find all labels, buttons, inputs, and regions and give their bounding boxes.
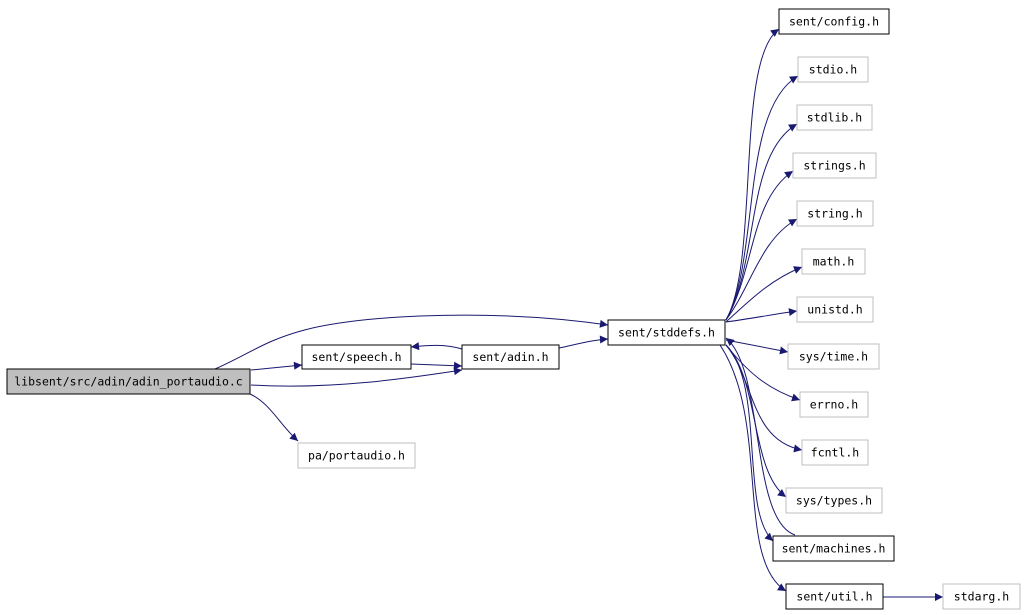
- node-systypes[interactable]: sys/types.h: [785, 487, 883, 514]
- edge-speech-adin: [410, 361, 463, 370]
- node-label-stdio: stdio.h: [809, 63, 857, 77]
- node-label-fcntl: fcntl.h: [811, 446, 859, 460]
- node-label-stdlib: stdlib.h: [807, 111, 862, 125]
- node-label-root: libsent/src/adin/adin_portaudio.c: [14, 375, 242, 389]
- edge-root-adin: [250, 367, 463, 387]
- node-label-speech: sent/speech.h: [311, 350, 401, 364]
- node-label-stdarg: stdarg.h: [954, 590, 1009, 604]
- node-stdarg[interactable]: stdarg.h: [942, 583, 1021, 610]
- node-util[interactable]: sent/util.h: [785, 583, 884, 610]
- node-label-systime: sys/time.h: [799, 350, 868, 364]
- node-config[interactable]: sent/config.h: [778, 8, 890, 35]
- node-label-strings: strings.h: [803, 159, 865, 173]
- edges: [214, 28, 943, 601]
- node-label-unistd: unistd.h: [807, 303, 862, 317]
- node-label-portaudio: pa/portaudio.h: [308, 449, 405, 463]
- node-unistd[interactable]: unistd.h: [796, 296, 874, 323]
- edge-stddefs-unistd: [725, 308, 798, 323]
- edge-stddefs-systime: [725, 339, 789, 355]
- edge-stddefs-systypes: [725, 344, 787, 498]
- edge-stddefs-math: [725, 266, 803, 323]
- node-label-string: string.h: [807, 207, 862, 221]
- node-label-machines: sent/machines.h: [782, 542, 886, 556]
- edge-adin-speech: [410, 342, 463, 351]
- edge-root-portaudio: [249, 393, 299, 442]
- node-strings[interactable]: strings.h: [792, 152, 877, 179]
- node-label-systypes: sys/types.h: [796, 494, 872, 508]
- node-portaudio[interactable]: pa/portaudio.h: [297, 442, 416, 469]
- node-machines[interactable]: sent/machines.h: [772, 535, 895, 562]
- node-speech[interactable]: sent/speech.h: [301, 344, 412, 370]
- node-label-adin: sent/adin.h: [472, 350, 548, 364]
- edge-stddefs-machines: [725, 344, 774, 542]
- node-root[interactable]: libsent/src/adin/adin_portaudio.c: [6, 368, 251, 395]
- edge-stddefs-string: [725, 218, 798, 321]
- edge-stddefs-util: [719, 344, 787, 592]
- edge-root-speech: [250, 361, 303, 371]
- node-stdio[interactable]: stdio.h: [797, 56, 869, 83]
- node-adin[interactable]: sent/adin.h: [461, 344, 560, 370]
- node-label-errno: errno.h: [810, 398, 858, 412]
- node-fcntl[interactable]: fcntl.h: [801, 439, 869, 466]
- edge-stddefs-stdio: [725, 75, 799, 321]
- node-label-math: math.h: [813, 255, 855, 269]
- node-stddefs[interactable]: sent/stddefs.h: [607, 319, 726, 346]
- node-label-stddefs: sent/stddefs.h: [618, 326, 715, 340]
- node-string[interactable]: string.h: [796, 200, 874, 227]
- node-math[interactable]: math.h: [801, 248, 866, 275]
- edge-root-stddefs: [214, 314, 609, 370]
- node-errno[interactable]: errno.h: [799, 391, 869, 418]
- edge-adin-stddefs: [558, 335, 609, 349]
- node-label-util: sent/util.h: [796, 590, 872, 604]
- node-systime[interactable]: sys/time.h: [787, 343, 880, 370]
- edge-machines-stddefs: [725, 337, 796, 536]
- edge-stddefs-strings: [725, 170, 794, 321]
- nodes: libsent/src/adin/adin_portaudio.c sent/s…: [6, 8, 1021, 610]
- node-stdlib[interactable]: stdlib.h: [796, 104, 873, 131]
- edge-stddefs-stdlib: [725, 123, 798, 321]
- node-label-config: sent/config.h: [789, 15, 879, 29]
- edge-stddefs-config: [725, 28, 780, 321]
